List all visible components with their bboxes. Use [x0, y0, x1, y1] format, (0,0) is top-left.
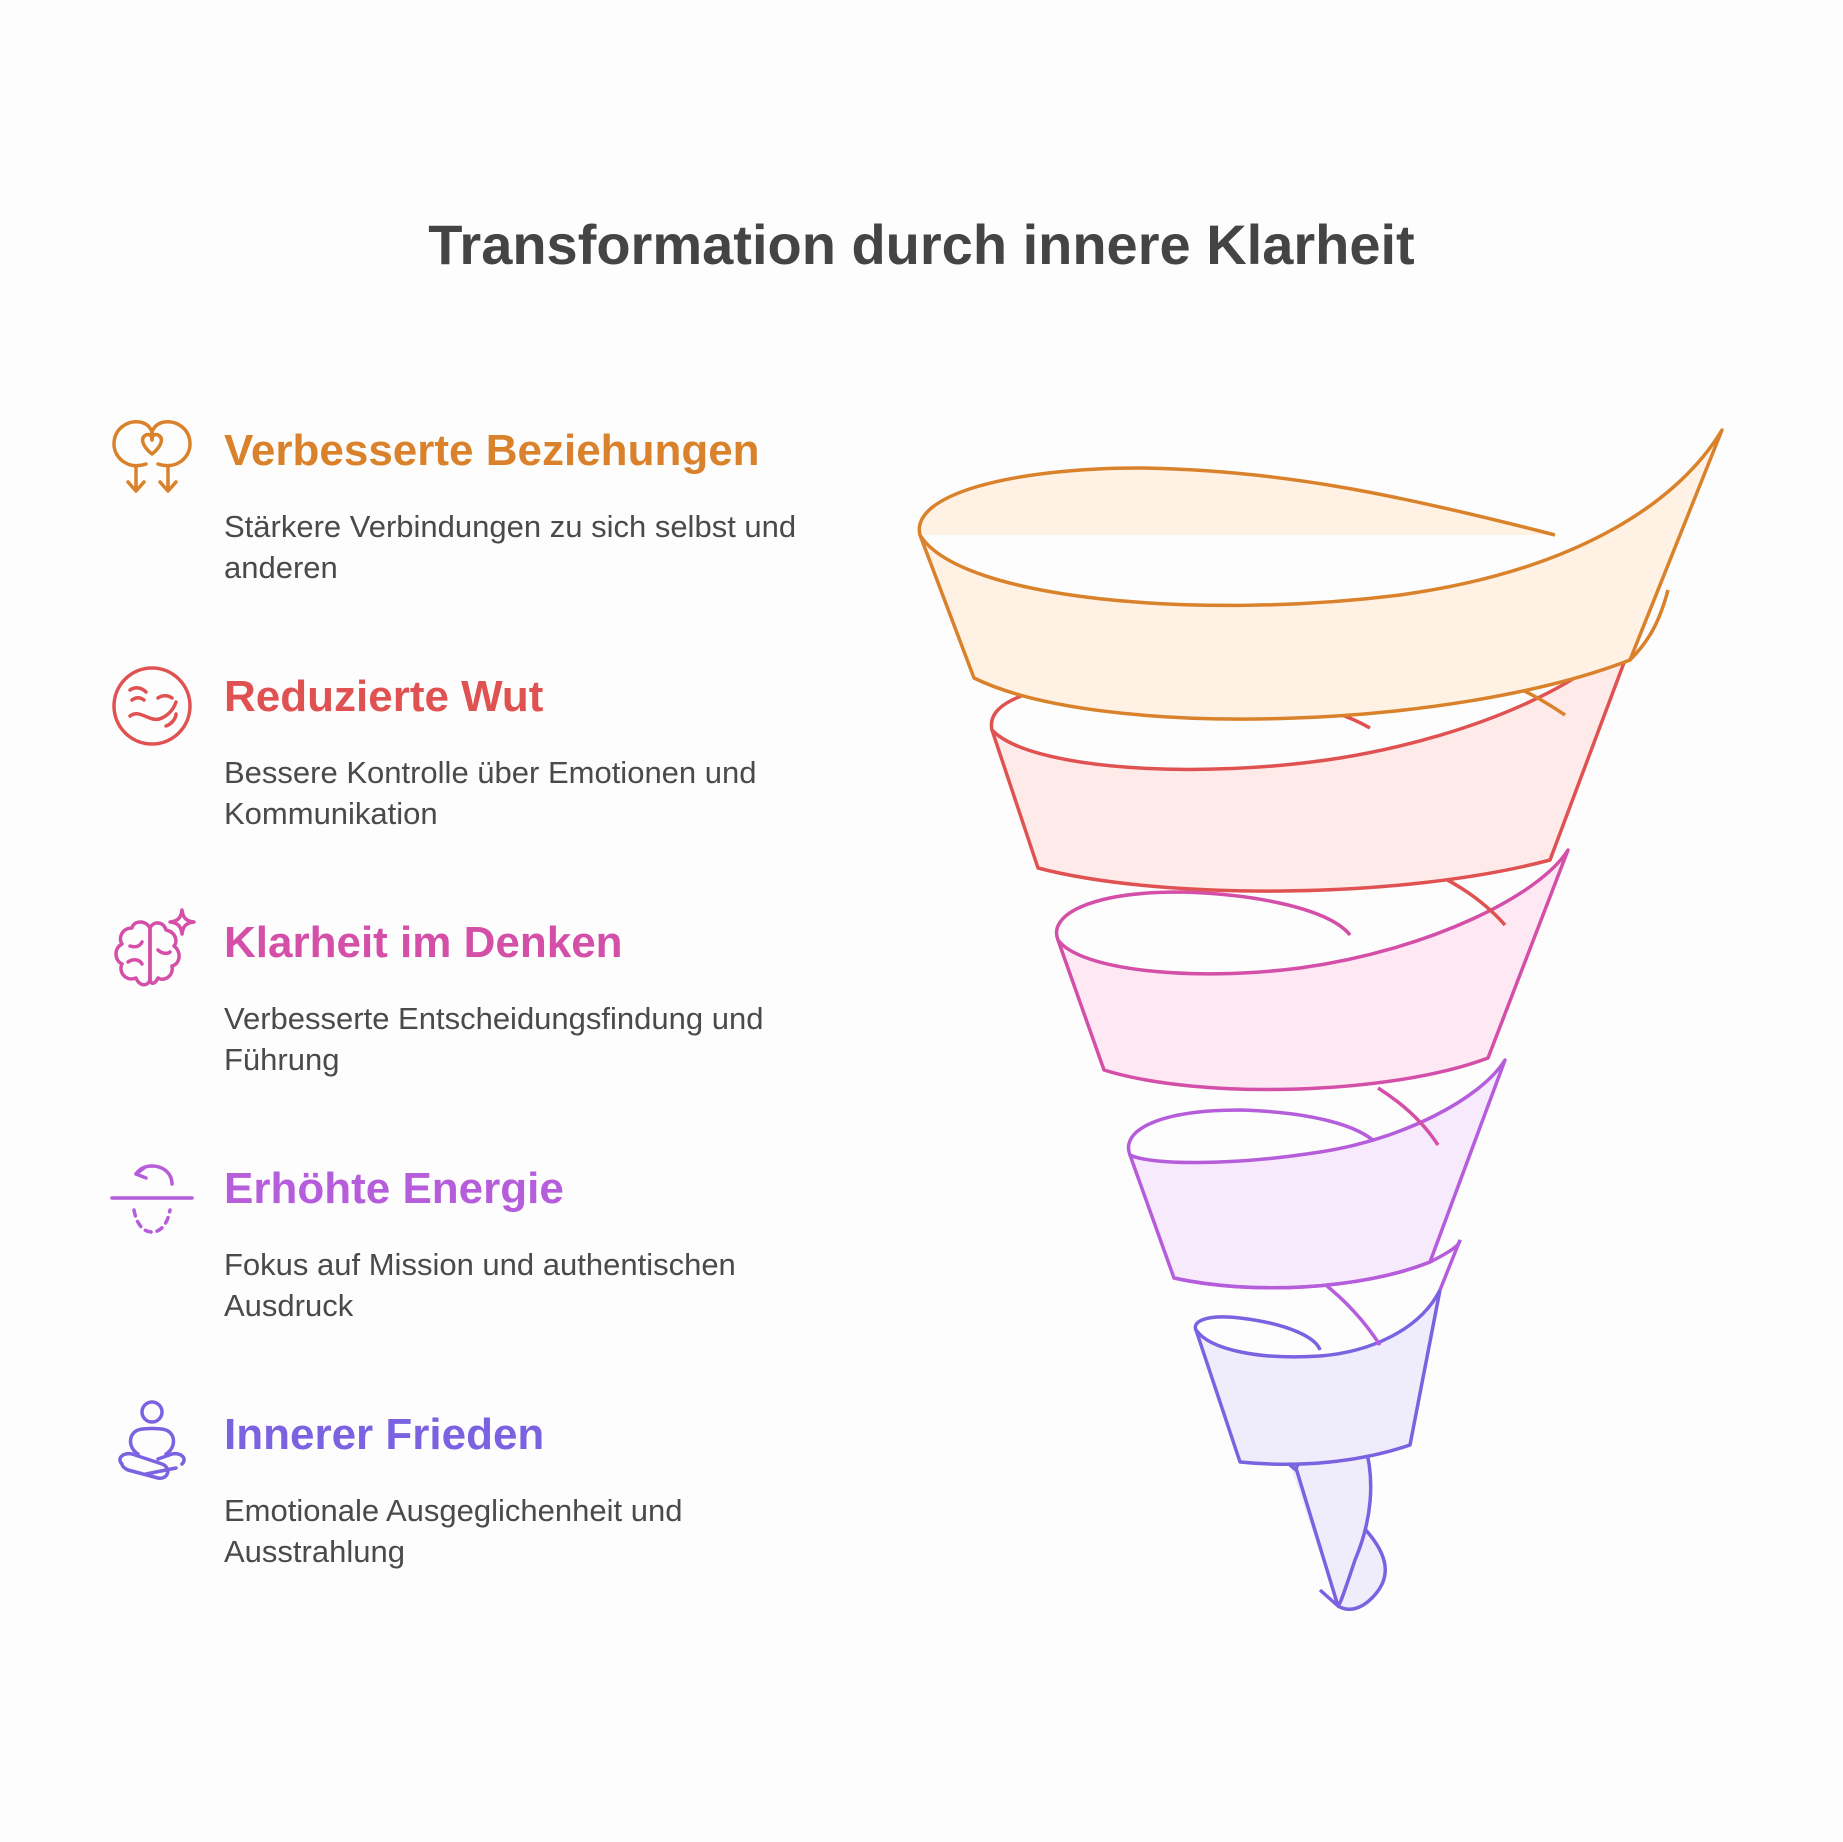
funnel-level-innerer-frieden [1193, 1288, 1442, 1612]
meditation-icon [106, 1398, 198, 1490]
item-description: Stärkere Verbindungen zu sich selbst und… [224, 509, 797, 585]
item-description: Verbesserte Entscheidungsfindung und Füh… [224, 1001, 764, 1077]
brain-sparkle-icon [106, 906, 198, 998]
list-item-klarheit-im-denken: Klarheit im Denken Verbesserte Entscheid… [106, 906, 886, 1106]
funnel-level-verbesserte-beziehungen [917, 428, 1724, 721]
energy-orbit-icon [106, 1152, 198, 1244]
item-description: Bessere Kontrolle über Emotionen und Kom… [224, 755, 757, 831]
list-item-verbesserte-beziehungen: Verbesserte Beziehungen Stärkere Verbind… [106, 414, 886, 614]
item-heading: Reduzierte Wut [224, 672, 544, 721]
item-heading: Verbesserte Beziehungen [224, 426, 760, 475]
funnel-level-erhoehte-energie [1126, 1058, 1507, 1346]
item-heading: Klarheit im Denken [224, 918, 623, 967]
funnel-level-klarheit-im-denken [1054, 848, 1570, 1146]
list-item-erhoehte-energie: Erhöhte Energie Fokus auf Mission und au… [106, 1152, 886, 1352]
item-description: Emotionale Ausgeglichenheit und Ausstrah… [224, 1493, 683, 1569]
heads-heart-icon [106, 414, 198, 506]
list-item-innerer-frieden: Innerer Frieden Emotionale Ausgeglichenh… [106, 1398, 886, 1598]
calm-face-icon [106, 660, 198, 752]
item-heading: Innerer Frieden [224, 1410, 545, 1459]
item-description: Fokus auf Mission und authentischen Ausd… [224, 1247, 736, 1323]
page-title: Transformation durch innere Klarheit [428, 213, 1415, 276]
item-heading: Erhöhte Energie [224, 1164, 564, 1213]
list-item-reduzierte-wut: Reduzierte Wut Bessere Kontrolle über Em… [106, 660, 886, 860]
